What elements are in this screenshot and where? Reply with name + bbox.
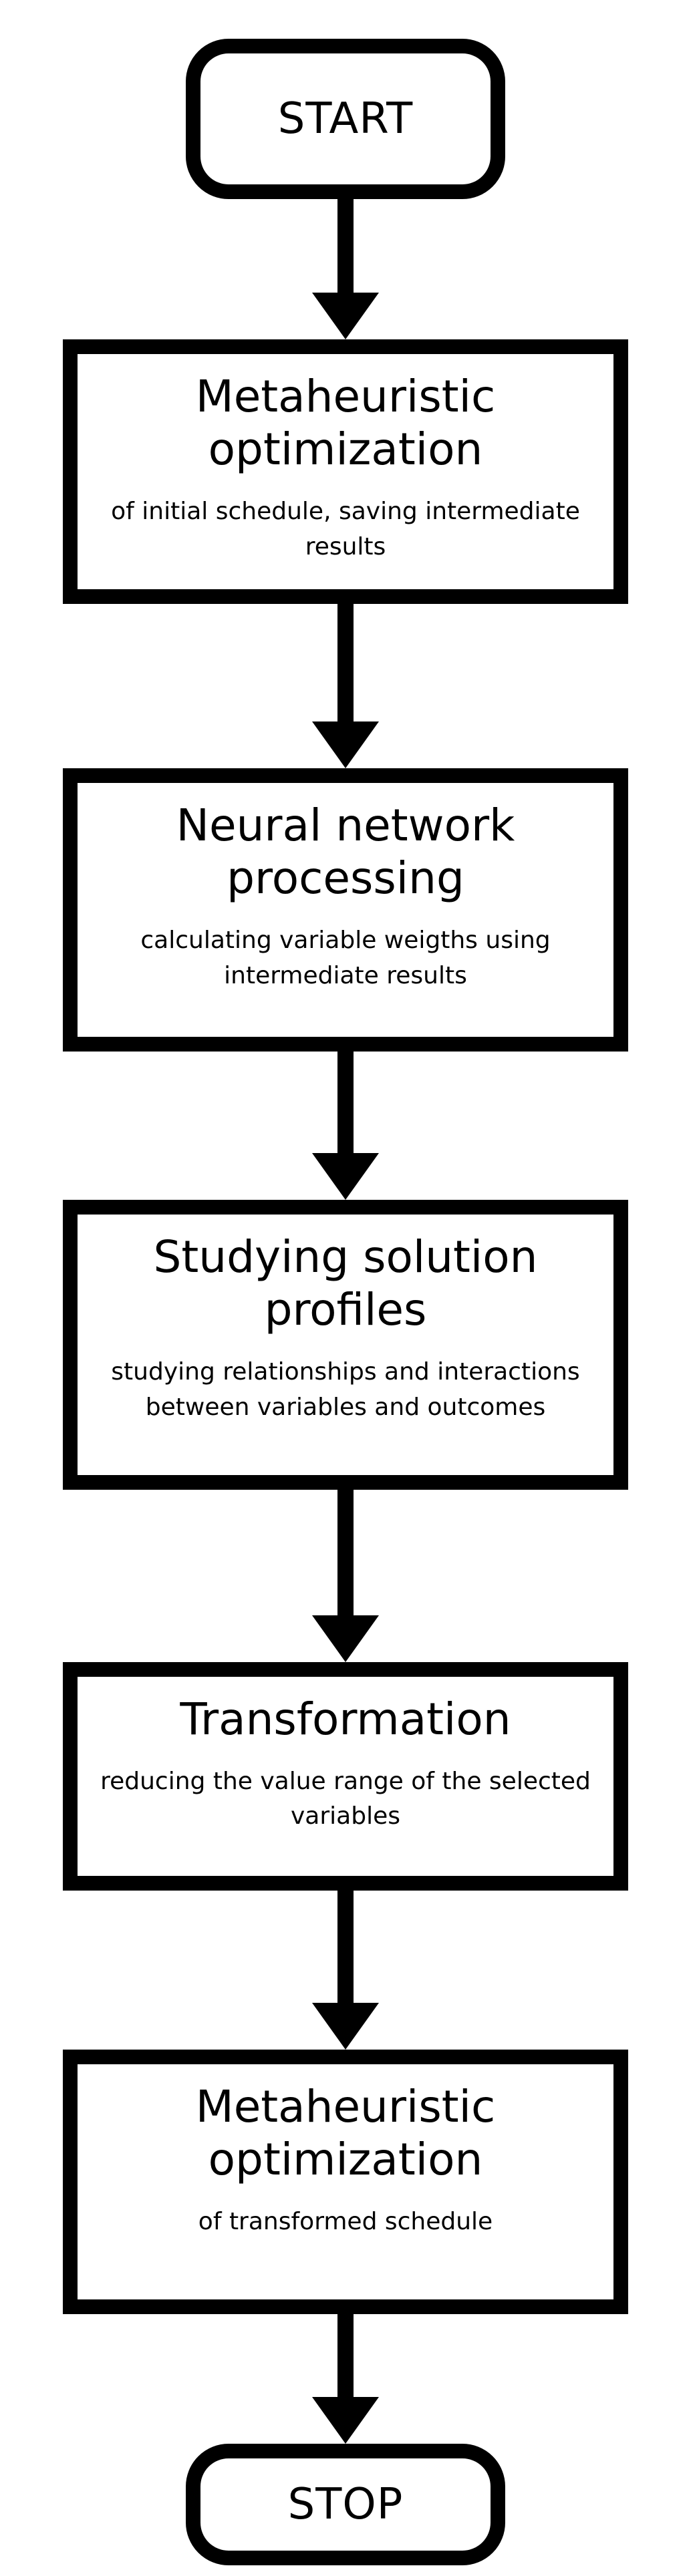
step-title: Metaheuristic optimization [195, 371, 496, 476]
step-description: reducing the value range of the selected… [100, 1768, 591, 1830]
arrow-step-5-to-stop [312, 2314, 379, 2444]
step-description: of transformed schedule [198, 2208, 493, 2236]
process-step-metaheuristic-optimization-transformed: Metaheuristic optimization of transforme… [63, 2050, 628, 2314]
process-step-studying-solution-profiles: Studying solution profiles studying rela… [63, 1200, 628, 1490]
start-terminal: START [186, 39, 505, 199]
step-title: Studying solution profiles [153, 1231, 538, 1336]
arrow-step-4-to-step-5 [312, 1891, 379, 2050]
step-title: Metaheuristic optimization [195, 2081, 496, 2186]
arrow-start-to-step-1 [312, 199, 379, 339]
step-description: studying relationships and interactions … [111, 1358, 580, 1421]
stop-label: STOP [287, 2480, 404, 2529]
arrow-step-3-to-step-4 [312, 1490, 379, 1662]
process-step-transformation: Transformation reducing the value range … [63, 1662, 628, 1891]
step-title: Transformation [180, 1694, 511, 1745]
stop-terminal: STOP [186, 2444, 505, 2565]
start-label: START [277, 94, 414, 144]
step-title: Neural network processing [176, 800, 515, 905]
arrow-step-2-to-step-3 [312, 1052, 379, 1200]
arrow-step-1-to-step-2 [312, 604, 379, 768]
process-step-metaheuristic-optimization-initial: Metaheuristic optimization of initial sc… [63, 339, 628, 604]
process-step-neural-network-processing: Neural network processing calculating va… [63, 768, 628, 1052]
step-description: of initial schedule, saving intermediate… [111, 498, 580, 560]
step-description: calculating variable weigths using inter… [140, 927, 551, 989]
